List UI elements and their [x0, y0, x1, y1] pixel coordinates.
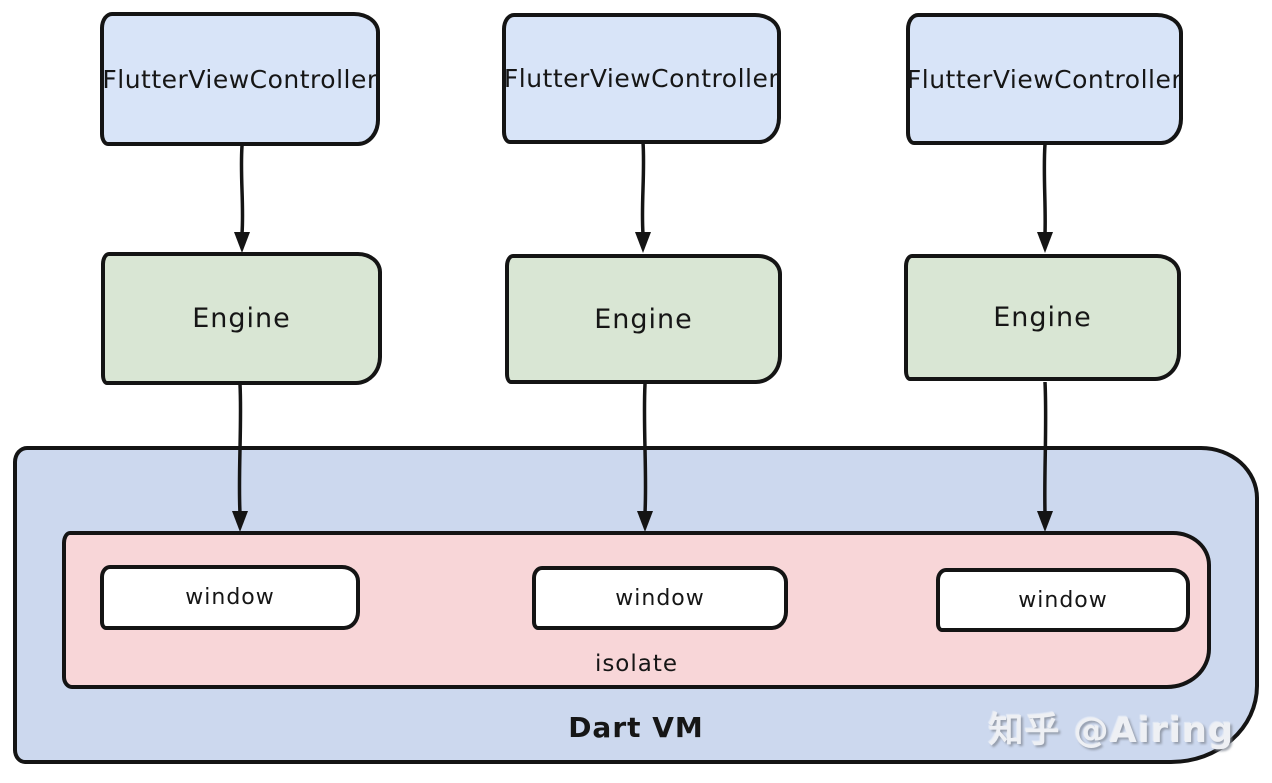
window-label: window — [185, 585, 275, 610]
engine-label: Engine — [594, 303, 693, 335]
window-node-2: window — [532, 566, 788, 630]
window-node-1: window — [100, 565, 360, 630]
flutter-view-controller-label: FlutterViewController — [503, 64, 780, 93]
engine-node-1: Engine — [101, 252, 382, 385]
flutter-view-controller-label: FlutterViewController — [906, 64, 1183, 94]
down-arrow-controller-engine-2 — [633, 142, 653, 254]
window-label: window — [615, 585, 705, 611]
engine-label: Engine — [993, 302, 1092, 333]
flutter-view-controller-label: FlutterViewController — [102, 64, 378, 94]
zhihu-watermark: 知乎 @Airing — [988, 711, 1234, 751]
isolate-label: isolate — [594, 651, 679, 677]
engine-node-3: Engine — [904, 254, 1181, 381]
flutter-view-controller-node-3: FlutterViewController — [906, 13, 1183, 145]
dart-vm-label: Dart VM — [568, 711, 704, 744]
down-arrow-controller-engine-3 — [1035, 144, 1055, 254]
flutter-view-controller-node-2: FlutterViewController — [502, 13, 781, 144]
down-arrow-controller-engine-1 — [232, 146, 252, 254]
flutter-view-controller-node-1: FlutterViewController — [100, 12, 380, 146]
engine-node-2: Engine — [505, 254, 782, 384]
engine-label: Engine — [192, 303, 291, 334]
window-label: window — [1018, 587, 1108, 613]
window-node-3: window — [936, 568, 1190, 632]
